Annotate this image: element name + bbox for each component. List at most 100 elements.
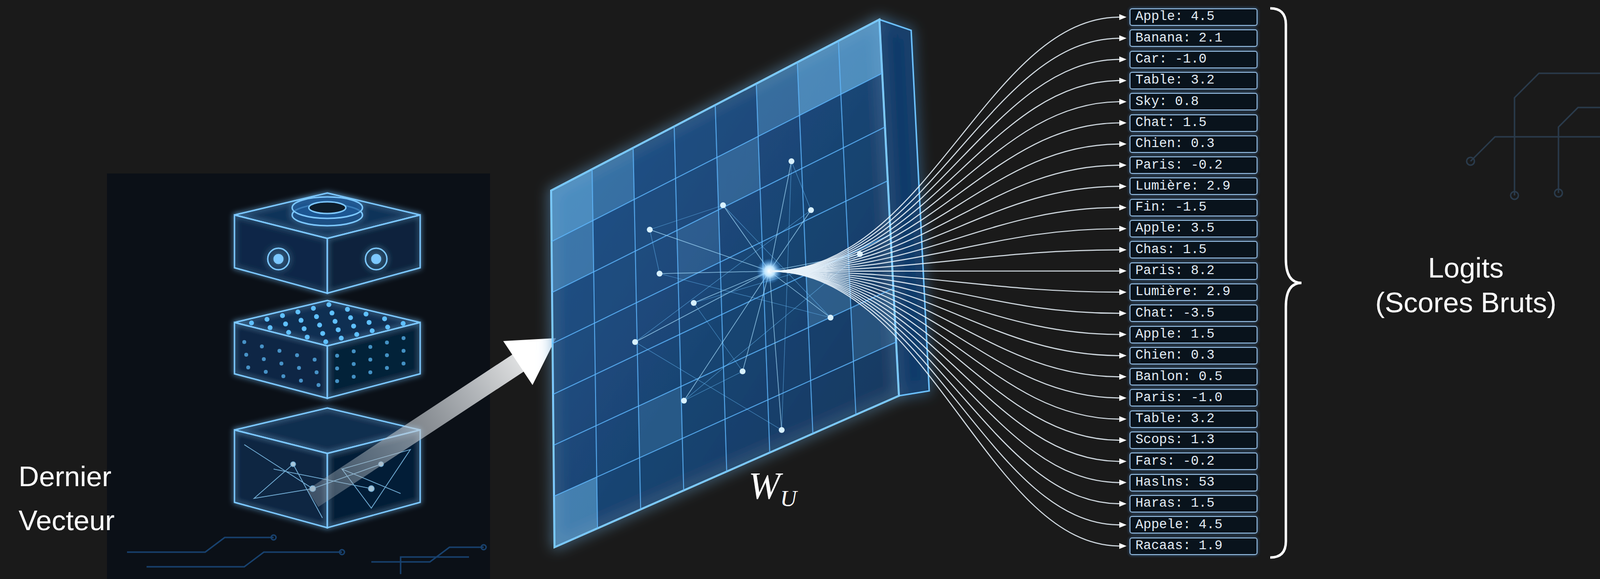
logit-box: Paris: -1.0 bbox=[1129, 388, 1258, 407]
fan-arrowhead bbox=[1119, 416, 1127, 423]
logit-box: Racaas: 1.9 bbox=[1129, 537, 1258, 555]
network-node bbox=[690, 299, 697, 306]
logit-text: Banlon: 0.5 bbox=[1135, 369, 1223, 385]
fan-arrowhead bbox=[1119, 479, 1127, 486]
fan-arrowhead bbox=[1119, 500, 1127, 507]
fan-line bbox=[769, 165, 1120, 272]
neuron-dot bbox=[363, 311, 369, 317]
network-node bbox=[778, 426, 785, 433]
logit-text: Apple: 1.5 bbox=[1135, 326, 1215, 342]
fan-line bbox=[769, 271, 1120, 398]
neuron-dot bbox=[339, 335, 344, 341]
fan-arrowhead bbox=[1119, 352, 1127, 359]
neuron-dot bbox=[312, 357, 317, 362]
logit-text: Table: 3.2 bbox=[1135, 72, 1215, 88]
neuron-dot bbox=[400, 320, 406, 326]
neuron-dot bbox=[382, 316, 387, 321]
neuron-dot bbox=[351, 362, 356, 366]
logit-box: Paris: -0.2 bbox=[1129, 156, 1258, 174]
matrix-cell bbox=[554, 476, 598, 548]
circuit-traces bbox=[127, 534, 487, 575]
fan-arrowhead bbox=[1119, 310, 1127, 317]
neuron-dot bbox=[348, 315, 354, 320]
neuron-dot bbox=[279, 361, 284, 366]
neuron-dot bbox=[298, 378, 303, 383]
neuron-dot bbox=[304, 334, 310, 340]
neuron-dot bbox=[384, 340, 389, 345]
logit-text: Apple: 3.5 bbox=[1135, 220, 1215, 236]
fan-line bbox=[769, 80, 1120, 272]
neuron-dot bbox=[368, 344, 373, 349]
input-arrow bbox=[312, 338, 556, 499]
logit-text: Fars: -0.2 bbox=[1135, 453, 1215, 470]
neuron-dot bbox=[295, 309, 301, 315]
network-line bbox=[781, 161, 792, 430]
network-line bbox=[693, 302, 743, 372]
fan-line bbox=[769, 59, 1120, 272]
logit-box: Apple: 3.5 bbox=[1129, 219, 1258, 238]
logit-box: Sky: 0.8 bbox=[1129, 92, 1258, 111]
neuron-dot bbox=[368, 357, 373, 362]
input-label: Dernier Vecteur bbox=[18, 454, 147, 543]
neuron-dot bbox=[351, 374, 356, 379]
circuit-traces bbox=[1466, 73, 1600, 200]
matrix-cell bbox=[768, 380, 813, 453]
matrix-cell bbox=[725, 399, 770, 472]
logit-text: Fin: -1.5 bbox=[1135, 199, 1207, 215]
fan-arrowhead bbox=[1119, 56, 1127, 63]
neuron-dot bbox=[267, 325, 273, 331]
matrix-cell bbox=[639, 438, 684, 510]
fan-arrowhead bbox=[1119, 120, 1127, 127]
network-line bbox=[723, 205, 831, 318]
network-line bbox=[649, 229, 770, 272]
logit-text: Paris: -1.0 bbox=[1135, 390, 1223, 406]
neuron-dot bbox=[281, 374, 286, 379]
logit-box: Fars: -0.2 bbox=[1129, 452, 1258, 470]
neuron-dot bbox=[286, 329, 292, 335]
logit-text: Car: -1.0 bbox=[1135, 51, 1207, 67]
logit-box: Chien: 0.3 bbox=[1129, 346, 1258, 365]
logit-text: Chien: 0.3 bbox=[1135, 136, 1215, 152]
neuron-dot bbox=[264, 317, 270, 322]
logit-text: Chas: 1.5 bbox=[1135, 242, 1207, 258]
logit-box: Lumière: 2.9 bbox=[1129, 177, 1258, 195]
neuron-dot bbox=[311, 305, 317, 311]
neuron-dot bbox=[329, 310, 335, 316]
neuron-dot bbox=[335, 353, 340, 358]
logit-text: Racaas: 1.9 bbox=[1135, 538, 1223, 554]
fan-arrowhead bbox=[1119, 246, 1127, 253]
fan-line bbox=[769, 271, 1120, 504]
fan-arrowhead bbox=[1119, 268, 1127, 275]
neuron-dot bbox=[335, 366, 340, 371]
neuron-dot bbox=[297, 365, 301, 370]
neuron-dot bbox=[277, 348, 282, 353]
fan-arrowhead bbox=[1119, 373, 1127, 380]
fan-line bbox=[769, 186, 1120, 272]
logit-box: Lumière: 2.9 bbox=[1129, 283, 1258, 301]
neuron-dot bbox=[326, 302, 332, 308]
neuron-dot bbox=[385, 324, 391, 330]
logit-text: Appele: 4.5 bbox=[1135, 517, 1223, 533]
neuron-dot bbox=[401, 336, 406, 341]
neuron-dot bbox=[314, 370, 319, 375]
fan-arrowhead bbox=[1119, 14, 1127, 21]
neuron-dot bbox=[344, 306, 350, 312]
fan-arrowhead bbox=[1119, 98, 1127, 105]
network-node bbox=[808, 207, 814, 214]
network-line bbox=[649, 229, 660, 274]
logit-box: Paris: 8.2 bbox=[1129, 262, 1258, 280]
network-node bbox=[720, 202, 726, 209]
logit-box: Haras: 1.5 bbox=[1129, 494, 1258, 513]
fan-arrowhead bbox=[1119, 543, 1127, 550]
logit-box: Fin: -1.5 bbox=[1129, 198, 1258, 217]
neuron-dot bbox=[317, 322, 322, 328]
fan-arrowhead bbox=[1119, 183, 1127, 190]
network-node bbox=[827, 314, 834, 321]
curly-brace bbox=[1270, 8, 1302, 558]
logit-box: Chat: 1.5 bbox=[1129, 114, 1258, 132]
neuron-dot bbox=[320, 330, 326, 336]
logit-text: Chat: 1.5 bbox=[1135, 115, 1207, 131]
fan-arrowhead bbox=[1119, 289, 1127, 296]
neuron-dot bbox=[332, 319, 338, 324]
